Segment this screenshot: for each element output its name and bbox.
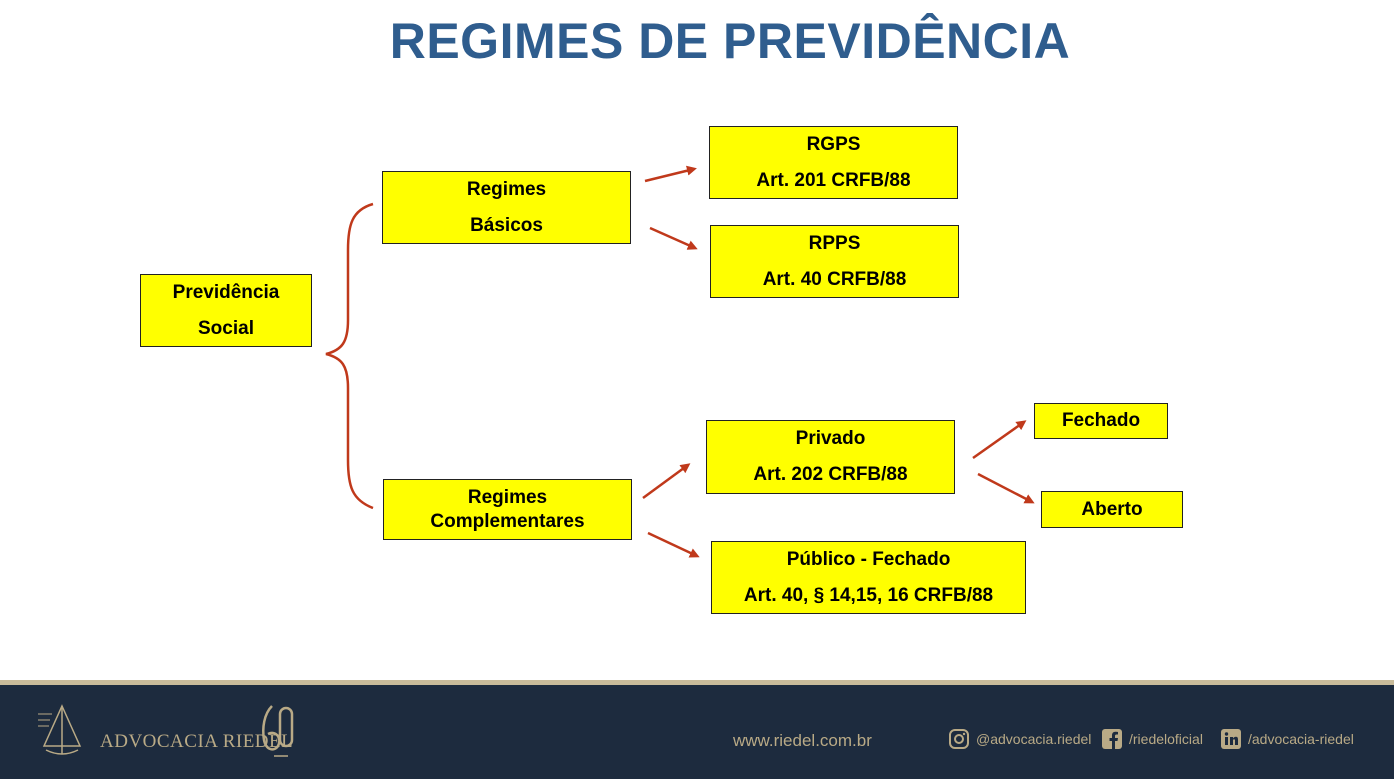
website-link[interactable]: www.riedel.com.br	[733, 731, 872, 750]
arrow-to-privado	[642, 463, 691, 500]
box-regimes-basicos: Regimes Básicos	[382, 171, 631, 244]
facebook-handle: /riedeloficial	[1129, 731, 1203, 747]
footer-bar	[0, 680, 1394, 779]
sixty-years-badge-icon	[262, 705, 294, 757]
facebook-icon	[1101, 728, 1123, 750]
box-line: RGPS	[806, 133, 861, 155]
arrow-to-rpps	[649, 226, 698, 250]
box-line: Aberto	[1081, 498, 1143, 520]
firm-seal-logo-icon	[38, 704, 82, 755]
box-line: Básicos	[470, 214, 543, 236]
box-line: RPPS	[808, 232, 861, 254]
box-line: Fechado	[1061, 410, 1141, 431]
instagram-handle: @advocacia.riedel	[976, 731, 1092, 747]
box-line: Privado	[795, 428, 866, 449]
box-line: Art. 202 CRFB/88	[753, 464, 908, 485]
box-fechado: Fechado	[1034, 403, 1168, 439]
box-line: Art. 40 CRFB/88	[762, 268, 907, 290]
box-previdencia-social: Previdência Social	[140, 274, 312, 347]
box-line: Art. 201 CRFB/88	[756, 169, 911, 191]
box-line: Regimes	[466, 178, 547, 200]
social-facebook[interactable]: /riedeloficial	[1101, 728, 1203, 750]
instagram-icon	[948, 728, 970, 750]
box-aberto: Aberto	[1041, 491, 1183, 528]
linkedin-icon	[1220, 728, 1242, 750]
arrow-to-aberto	[977, 472, 1035, 504]
box-line: Público - Fechado	[786, 548, 951, 570]
social-instagram[interactable]: @advocacia.riedel	[948, 728, 1091, 750]
box-line: Regimes	[467, 486, 548, 508]
social-linkedin[interactable]: /advocacia-riedel	[1220, 728, 1354, 750]
box-regimes-complementares: Regimes Complementares	[383, 479, 632, 540]
box-rgps: RGPS Art. 201 CRFB/88	[709, 126, 958, 199]
brand-name: ADVOCACIA RIEDEL	[100, 731, 294, 752]
arrow-to-rgps	[644, 165, 697, 183]
box-privado: Privado Art. 202 CRFB/88	[706, 420, 955, 494]
arrow-to-publico	[647, 531, 700, 558]
page-title: REGIMES DE PREVIDÊNCIA	[389, 13, 1071, 69]
diagram-connectors	[325, 165, 1035, 558]
box-publico-fechado: Público - Fechado Art. 40, § 14,15, 16 C…	[711, 541, 1026, 614]
box-line: Previdência	[172, 281, 280, 303]
footer-divider	[0, 680, 1394, 685]
box-rpps: RPPS Art. 40 CRFB/88	[710, 225, 959, 298]
box-line: Social	[198, 317, 254, 339]
box-line: Art. 40, § 14,15, 16 CRFB/88	[743, 584, 994, 606]
curly-brace	[325, 202, 374, 510]
arrow-to-fechado	[972, 420, 1027, 460]
linkedin-handle: /advocacia-riedel	[1248, 731, 1354, 747]
box-line: Complementares	[430, 510, 585, 532]
